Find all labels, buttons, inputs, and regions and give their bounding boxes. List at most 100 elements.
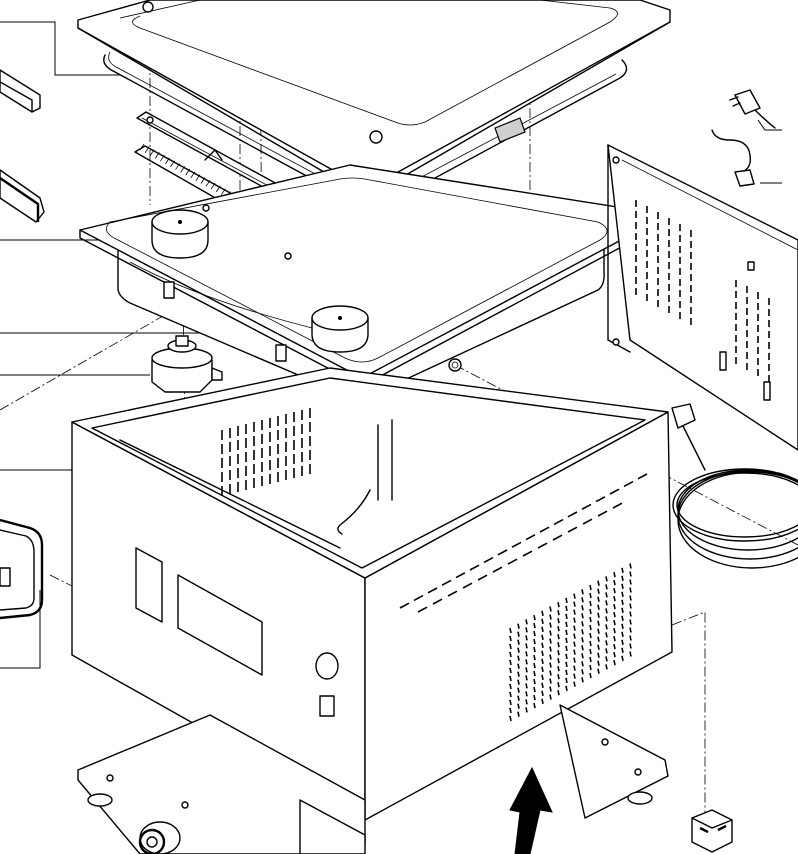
side-vent-slot	[517, 695, 520, 701]
side-slot	[525, 534, 536, 541]
side-vent-slot	[589, 624, 592, 631]
side-vent-slot	[557, 618, 560, 624]
side-slot	[609, 488, 620, 495]
side-vent-slot	[605, 648, 608, 654]
side-vent-slot	[565, 621, 568, 628]
side-vent-slot	[597, 652, 600, 658]
side-slot	[417, 606, 428, 613]
side-vent-slot	[613, 635, 616, 642]
side-slot	[427, 587, 438, 594]
side-vent-slot	[517, 639, 520, 645]
side-vent-slot	[557, 658, 560, 664]
side-vent-slot	[541, 642, 544, 648]
side-vent-slot	[605, 656, 608, 662]
side-vent-slot	[549, 694, 552, 700]
side-vent-slot	[509, 635, 512, 642]
rear-panel-vents	[635, 200, 770, 382]
side-vent-slot	[517, 631, 520, 637]
direction-arrow	[509, 766, 553, 854]
mesh-hatch	[185, 168, 191, 176]
side-vent-slot	[573, 657, 576, 663]
side-vent-slot	[549, 678, 552, 684]
side-slot	[507, 558, 518, 565]
side-vent-slot	[541, 626, 544, 632]
mesh-hatch	[210, 182, 216, 190]
side-vent-slot	[613, 651, 616, 658]
side-vent-slot	[549, 670, 552, 676]
side-vent-slot	[613, 579, 616, 586]
side-vent-slot	[621, 631, 624, 637]
side-vent-slot	[509, 683, 512, 690]
mesh-hatch	[221, 188, 226, 195]
side-vent-slot	[629, 635, 632, 641]
side-vent-slot	[597, 612, 600, 618]
side-vent-slot	[597, 620, 600, 626]
caster-wheel	[138, 821, 181, 854]
side-vent-slot	[629, 603, 632, 609]
side-vent-slot	[565, 645, 568, 652]
side-vent-slot	[573, 681, 576, 687]
side-vent-slot	[629, 571, 632, 577]
side-vent-slot	[549, 686, 552, 692]
rear-panel	[607, 144, 798, 451]
side-vent-slot	[605, 632, 608, 638]
side-vent-slot	[541, 674, 544, 680]
side-vent-slot	[629, 587, 632, 593]
side-vent-slot	[565, 629, 568, 636]
mesh-hatch	[144, 146, 150, 154]
side-vent-slot	[629, 627, 632, 633]
side-vent-slot	[573, 601, 576, 607]
side-vent-slot	[605, 592, 608, 598]
side-vent-slot	[613, 611, 616, 618]
side-vent-slot	[517, 711, 520, 717]
side-vent-slot	[621, 639, 624, 645]
side-vent-slot	[565, 613, 568, 620]
mesh-hatch	[190, 171, 196, 179]
side-vent-slot	[573, 633, 576, 639]
side-vent-slot	[517, 663, 520, 669]
side-vent-slot	[549, 654, 552, 660]
side-vent-slot	[541, 658, 544, 664]
side-slot	[567, 526, 578, 533]
side-vent-slot	[629, 643, 632, 649]
side-vent-slot	[533, 638, 536, 645]
side-vent-slot	[605, 584, 608, 590]
side-vent-slot	[565, 653, 568, 660]
side-vent-slot	[533, 614, 536, 621]
side-vent-slot	[589, 664, 592, 671]
side-slot	[612, 502, 623, 509]
side-vent-slot	[613, 619, 616, 626]
side-vent-slot	[541, 634, 544, 640]
tray-fittings	[163, 204, 292, 362]
side-vent-slot	[533, 630, 536, 637]
side-vent-slot	[613, 627, 616, 634]
side-vent-slot	[557, 626, 560, 632]
side-vent-slot	[557, 690, 560, 696]
side-vent-slot	[549, 662, 552, 668]
side-vent-slot	[533, 678, 536, 685]
side-slot	[399, 602, 410, 609]
side-vent-slot	[517, 647, 520, 653]
side-vent-slot	[621, 591, 624, 597]
side-vent-slot	[525, 651, 528, 657]
side-vent-slot	[565, 637, 568, 644]
side-slot	[511, 541, 522, 548]
side-vent-slot	[525, 659, 528, 665]
side-slot	[447, 590, 458, 597]
side-vent-slot	[613, 659, 616, 666]
side-vent-slot	[557, 674, 560, 680]
side-vent-slot	[573, 665, 576, 671]
side-slot	[637, 473, 648, 480]
side-vent-slot	[549, 622, 552, 628]
side-vent-slot	[533, 702, 536, 709]
side-vent-slot	[557, 610, 560, 616]
mesh-hatch	[139, 143, 145, 151]
side-vent-slot	[557, 682, 560, 688]
side-vent-slot	[549, 638, 552, 644]
side-vent-slot	[621, 583, 624, 589]
side-vent-slot	[597, 660, 600, 666]
side-vent-slot	[621, 615, 624, 621]
side-slot	[597, 510, 608, 517]
side-vent-slot	[589, 648, 592, 655]
side-vent-slot	[517, 671, 520, 677]
